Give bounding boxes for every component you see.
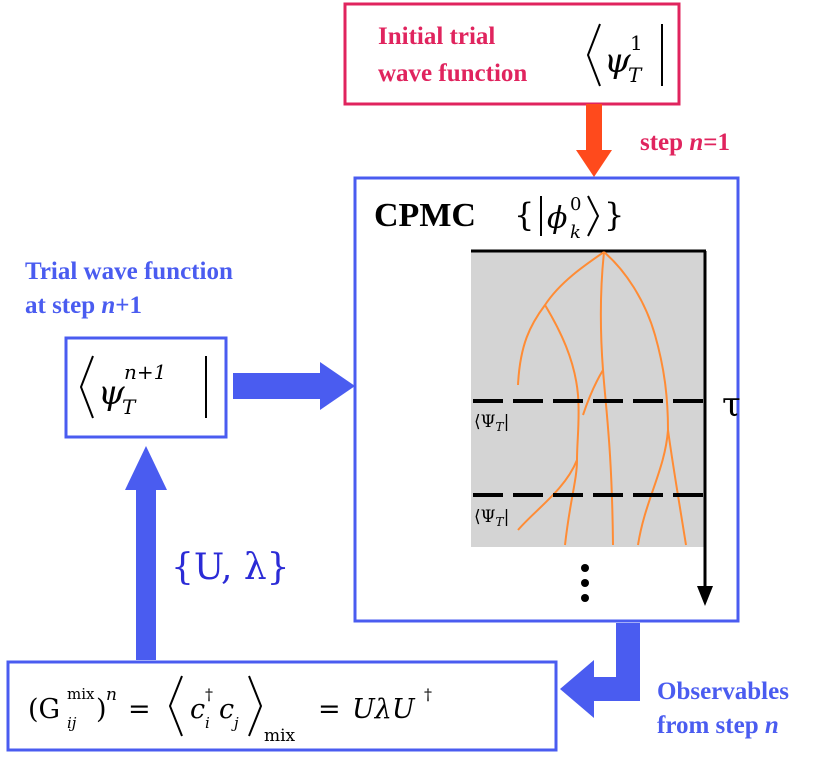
eq-c-j-sub: j	[231, 714, 239, 732]
initial-trial-label-line2: wave function	[378, 60, 527, 87]
initial-bra-sup: 1	[630, 31, 643, 55]
ellipsis-dot	[581, 564, 589, 572]
trial-bra-sup: n+1	[124, 360, 166, 384]
initial-walkers-set: { ϕ 0 k }	[514, 194, 624, 243]
cpmc-title: CPMC	[374, 197, 476, 234]
walker-path	[603, 251, 669, 431]
initial-arrow-shaft	[586, 104, 602, 152]
ellipsis-dot	[581, 594, 589, 602]
initial-bra-psi: ψ	[604, 41, 631, 81]
initial-bra-sub: T	[628, 63, 643, 87]
set-close-brace: }	[604, 196, 624, 234]
ellipsis-dot	[581, 579, 589, 587]
initial-arrow-head	[576, 150, 612, 177]
walker-path	[667, 429, 687, 546]
update-arrow-shaft	[136, 488, 156, 660]
eq-equals-1: =	[128, 694, 151, 725]
initial-trial-label-line1: Initial trial	[378, 23, 495, 50]
walker-path	[637, 429, 669, 546]
update-label: {U, λ}	[171, 547, 290, 588]
eq-c-i: c	[190, 694, 205, 725]
observables-label-line2: from step n	[657, 712, 779, 739]
walker-path	[582, 369, 604, 416]
initial-trial-box	[343, 2, 681, 106]
ket-phi-sup: 0	[570, 194, 581, 215]
eq-lhs-sup: mix	[67, 685, 95, 703]
trial-bra-sub: T	[122, 395, 137, 419]
set-open-brace: {	[514, 196, 534, 234]
ket-phi-sub: k	[570, 222, 581, 243]
eq-c-j: c	[219, 694, 234, 725]
walker-path	[517, 459, 578, 531]
eq-equals-2: =	[318, 694, 341, 725]
trial-bra-angle	[79, 355, 94, 419]
eq-left-angle	[168, 675, 183, 737]
imaginary-time-panel	[471, 250, 704, 547]
trial-label-line2: at step n+1	[25, 292, 142, 319]
update-arrow-head	[125, 446, 167, 490]
initial-bra-angle	[586, 23, 601, 87]
trial-to-cpmc-arrow-shaft	[233, 373, 320, 399]
ket-phi: ϕ	[547, 201, 567, 236]
trial-to-cpmc-arrow-head	[320, 362, 355, 410]
eq-rhs: UλU	[352, 694, 416, 725]
step-one-label: step n=1	[640, 129, 730, 156]
ket-angle	[587, 195, 600, 237]
eq-c-i-sup: †	[205, 685, 213, 704]
greens-function-box	[6, 660, 558, 752]
initial-bra: ψ 1 T	[586, 23, 663, 87]
eq-lhs-open: (G	[28, 694, 60, 725]
trial-bra: ψ n+1 T	[79, 355, 207, 419]
eq-mix-sub: mix	[264, 726, 296, 746]
greens-function-equation: (G mix ij ) n = c † i c j mix = UλU †	[28, 675, 432, 746]
tau-label: τ	[722, 385, 741, 425]
eq-rhs-sup: †	[424, 685, 432, 704]
eq-lhs-sub: ij	[67, 714, 77, 732]
eq-lhs-close: )	[96, 694, 107, 725]
trial-label-line1: Trial wave function	[25, 258, 233, 285]
eq-c-i-sub: i	[205, 714, 210, 732]
eq-right-angle	[248, 675, 263, 737]
walker-path	[599, 251, 614, 546]
observables-arrow-head	[560, 660, 594, 718]
trial-projection-label-2: ⟨ΨT|	[474, 507, 509, 529]
trial-bra-psi: ψ	[98, 373, 125, 413]
observables-arrow-horizontal	[590, 677, 640, 701]
observables-label-line1: Observables	[657, 678, 789, 705]
eq-lhs-pow: n	[106, 685, 117, 705]
tau-axis-arrowhead	[697, 586, 713, 606]
trial-wave-function-box	[64, 336, 228, 439]
trial-projection-label-1: ⟨ΨT|	[474, 412, 509, 434]
